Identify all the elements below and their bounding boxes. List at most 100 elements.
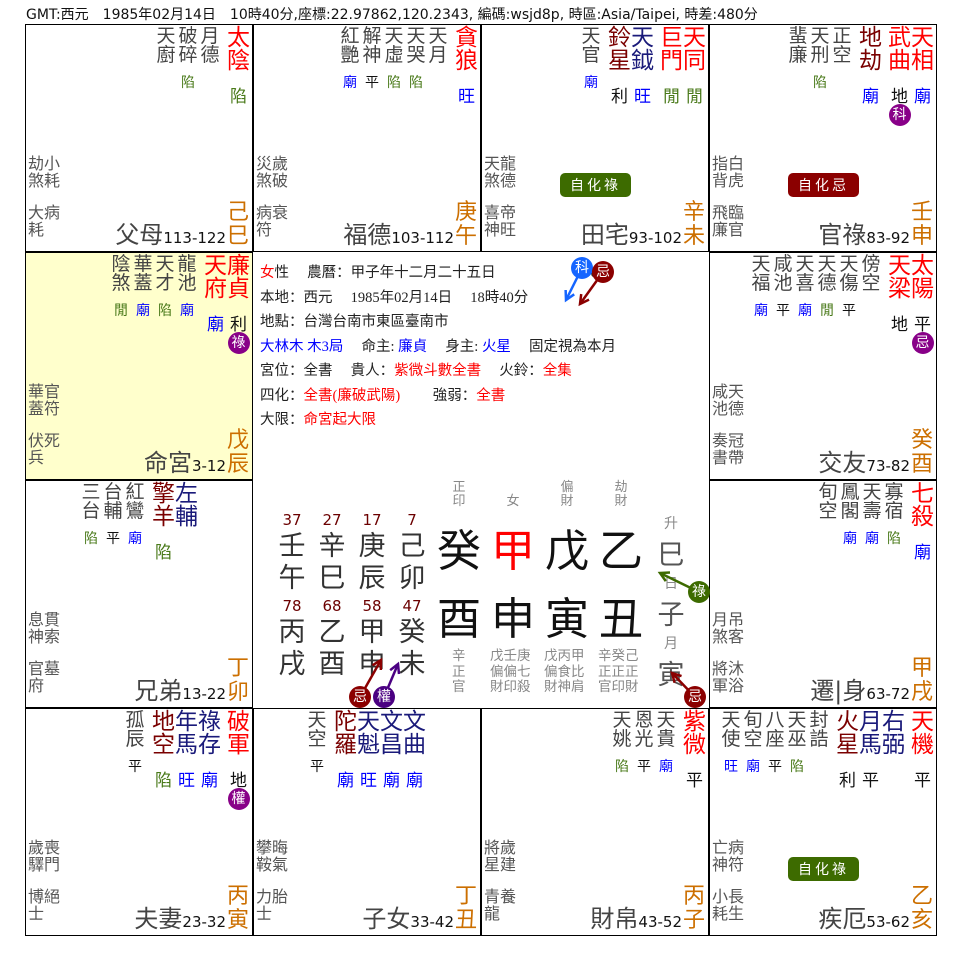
star[interactable]: 左輔 [175, 482, 198, 558]
palace-label[interactable]: 父母113-122 [115, 215, 226, 250]
star[interactable]: 天同閒 [683, 26, 706, 107]
dayun-stem: 丙 [278, 617, 306, 648]
star[interactable]: 紅艷廟 [339, 26, 361, 92]
star[interactable]: 天福廟 [750, 254, 772, 320]
star[interactable]: 天梁地 [888, 254, 911, 335]
star[interactable]: 台輔平 [102, 482, 124, 548]
star[interactable]: 天喜廟 [794, 254, 816, 320]
star[interactable]: 天相廟 [911, 26, 934, 107]
star[interactable]: 天空平 [306, 710, 328, 776]
palace-label[interactable]: 疾厄53-62 [818, 899, 910, 934]
star[interactable]: 天鉞旺 [631, 26, 654, 107]
star[interactable]: 旬空 [817, 482, 839, 548]
star[interactable]: 鈴星利 [608, 26, 631, 107]
palace-label[interactable]: 遷|身63-72 [810, 671, 910, 706]
star[interactable]: 地空陷 [152, 710, 175, 791]
star-brightness: 廟 [798, 302, 812, 319]
star[interactable]: 七殺廟 [911, 482, 934, 563]
star[interactable]: 天才陷 [154, 254, 176, 320]
star[interactable]: 月馬平 [859, 710, 882, 791]
star[interactable]: 天虛陷 [383, 26, 405, 92]
god-name: 小耗 [44, 154, 61, 191]
star[interactable]: 天壽廟 [861, 482, 883, 548]
star[interactable]: 華蓋廟 [132, 254, 154, 320]
star[interactable]: 文昌廟 [380, 710, 403, 791]
star[interactable]: 火星利 [836, 710, 859, 791]
star[interactable]: 右弼 [882, 710, 905, 786]
star[interactable]: 紅鸞廟 [124, 482, 146, 548]
star[interactable]: 天姚陷 [611, 710, 633, 776]
palace-label[interactable]: 夫妻23-32 [134, 899, 226, 934]
palace-label[interactable]: 交友73-82 [818, 443, 910, 478]
palace-label[interactable]: 命宮3-12 [144, 443, 226, 478]
star[interactable]: 太陽平忌 [911, 254, 934, 354]
star[interactable]: 廉貞利祿 [227, 254, 250, 354]
star[interactable]: 天刑陷 [809, 26, 831, 92]
palace-label[interactable]: 兄弟13-22 [134, 671, 226, 706]
star-name: 武曲 [888, 25, 911, 75]
star[interactable]: 旬空廟 [742, 710, 764, 776]
star[interactable]: 蜚廉 [787, 26, 809, 92]
star[interactable]: 紫微平 [683, 710, 706, 791]
star[interactable]: 天巫陷 [786, 710, 808, 776]
god-name: 天煞 [484, 154, 501, 191]
star[interactable]: 寡宿陷 [883, 482, 905, 548]
star[interactable]: 天機平 [911, 710, 934, 791]
star[interactable]: 封誥 [808, 710, 830, 776]
star[interactable]: 擎羊陷 [152, 482, 175, 563]
star[interactable]: 天傷平 [838, 254, 860, 320]
side-value: 巳 [657, 540, 685, 571]
star[interactable]: 傍空 [860, 254, 882, 320]
palace-label[interactable]: 福德103-112 [343, 215, 454, 250]
star[interactable]: 天月 [427, 26, 449, 92]
star[interactable]: 恩光平 [633, 710, 655, 776]
star[interactable]: 天德閒 [816, 254, 838, 320]
palace-label[interactable]: 子女33-42 [362, 899, 454, 934]
star[interactable]: 孤辰平 [124, 710, 146, 776]
star-name: 鳳閣 [840, 481, 860, 523]
star[interactable]: 解神平 [361, 26, 383, 92]
star[interactable]: 天貴廟 [655, 710, 677, 776]
star[interactable]: 咸池平 [772, 254, 794, 320]
star[interactable]: 天府廟 [204, 254, 227, 335]
star[interactable]: 三台陷 [80, 482, 102, 548]
palace-label[interactable]: 田宅93-102 [581, 215, 682, 250]
minor-stars: 旬空鳳閣廟天壽廟寡宿陷 [817, 481, 905, 548]
star[interactable]: 文曲廟 [403, 710, 426, 791]
star[interactable]: 破碎陷 [177, 26, 199, 92]
star[interactable]: 鳳閣廟 [839, 481, 861, 548]
star[interactable]: 龍池廟 [176, 254, 198, 320]
star[interactable]: 破軍地權 [227, 710, 250, 810]
star[interactable]: 天廚 [155, 26, 177, 92]
star[interactable]: 年馬旺 [175, 710, 198, 791]
star[interactable]: 天哭陷 [405, 26, 427, 92]
star[interactable]: 天官廟 [580, 26, 602, 92]
star[interactable]: 貪狼旺 [455, 26, 478, 107]
star[interactable]: 武曲地科 [888, 25, 911, 126]
star[interactable]: 天使旺 [720, 710, 742, 776]
star[interactable]: 地劫廟 [859, 26, 882, 107]
star[interactable]: 八座平 [764, 710, 786, 776]
star[interactable]: 太陰陷 [227, 26, 250, 107]
star[interactable]: 月德 [199, 26, 221, 92]
star[interactable]: 巨門閒 [660, 26, 683, 107]
palace-label[interactable]: 官祿83-92 [818, 215, 910, 250]
star[interactable]: 陀羅廟 [334, 710, 357, 791]
palace-label[interactable]: 財帛43-52 [590, 899, 682, 934]
star[interactable]: 陰煞閒 [110, 254, 132, 320]
star[interactable]: 正空 [831, 26, 853, 92]
star[interactable]: 祿存廟 [198, 710, 221, 791]
star[interactable]: 天魁旺 [357, 710, 380, 791]
palace-cell[interactable]: 天使旺旬空廟八座平天巫陷封誥火星利月馬平右弼天機平亡神病符小耗長生自化祿疾厄53… [709, 708, 937, 936]
